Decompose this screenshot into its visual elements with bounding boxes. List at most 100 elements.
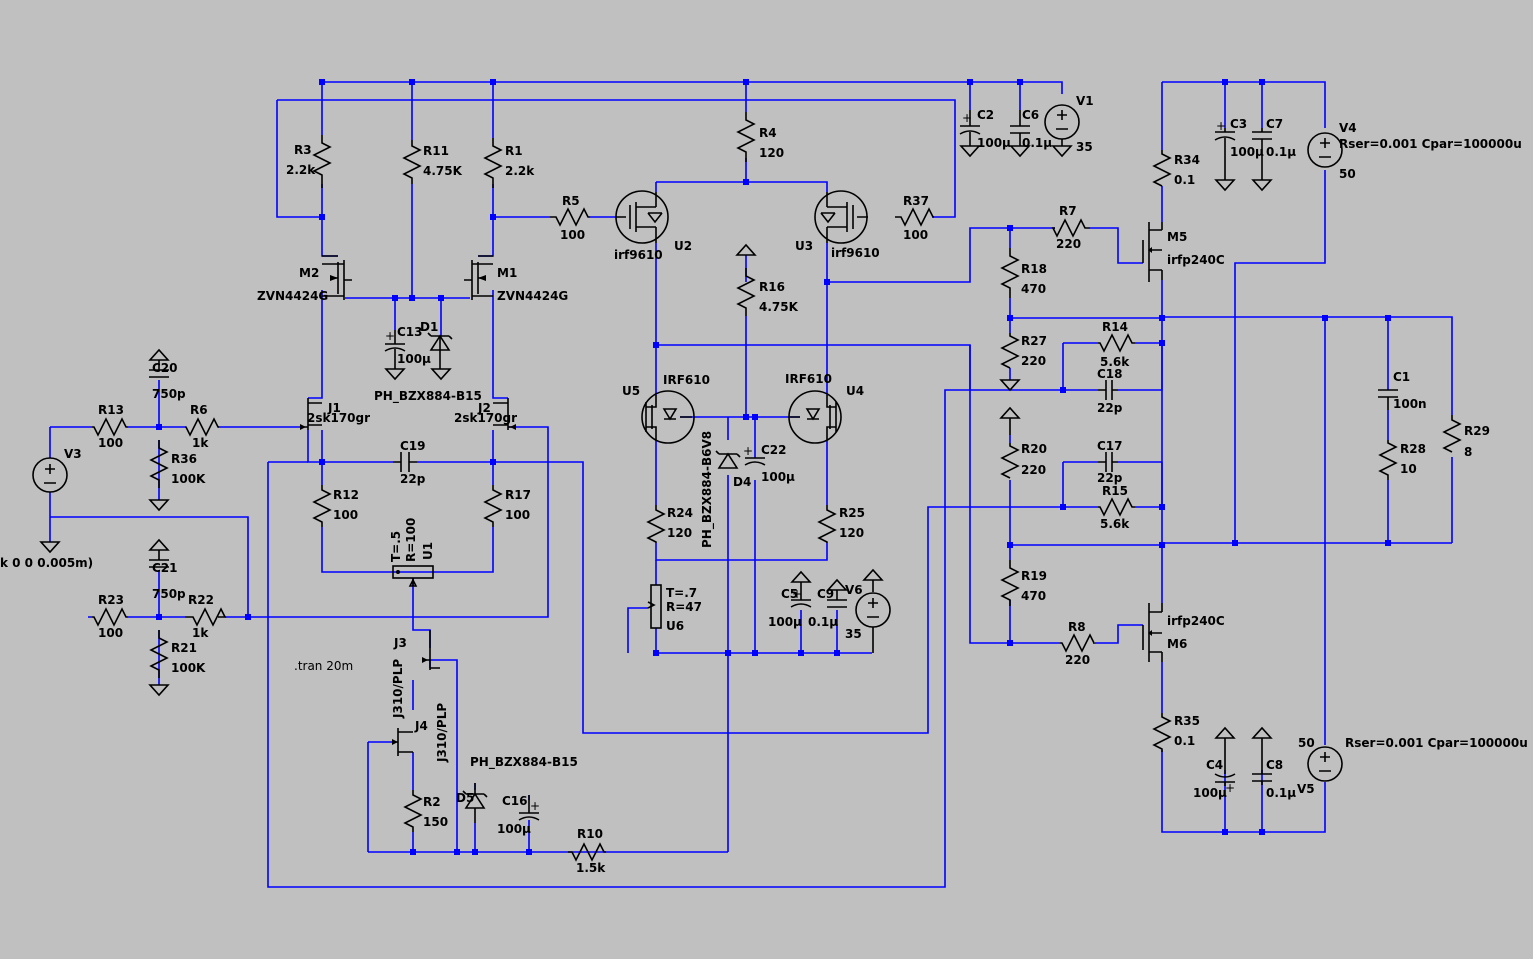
label-c18-name: C18 [1097, 367, 1123, 381]
resistor-r18 [1000, 248, 1020, 298]
ground-icon [148, 684, 170, 697]
label-r27-value: 220 [1021, 354, 1046, 368]
supply-arrow-icon [826, 578, 848, 591]
resistor-r28 [1378, 440, 1398, 480]
label-m2-name: M2 [299, 266, 319, 280]
label-r8-value: 220 [1065, 653, 1090, 667]
jfet-j3 [422, 630, 440, 670]
label-r23-name: R23 [98, 593, 124, 607]
zener-d5 [462, 783, 488, 823]
label-c13-value: 100µ [397, 352, 431, 366]
label-c19-name: C19 [400, 439, 426, 453]
label-u2-value: irf9610 [614, 248, 663, 262]
label-m5-name: M5 [1167, 230, 1187, 244]
resistor-r17 [483, 485, 503, 527]
capacitor-symbols [149, 110, 1398, 821]
label-r24-value: 120 [667, 526, 692, 540]
label-v3-source: k 0 0 0.005m) [0, 556, 93, 570]
label-r3-name: R3 [294, 143, 312, 157]
label-c3-value: 100µ [1230, 145, 1264, 159]
mosfet-m5 [1142, 222, 1163, 282]
mosfet-m6 [1142, 603, 1163, 662]
label-v5-value: 50 [1298, 736, 1315, 750]
label-c5-value: 100µ [768, 615, 802, 629]
label-r6-name: R6 [190, 403, 208, 417]
label-r24-name: R24 [667, 506, 693, 520]
label-r10-value: 1.5k [576, 861, 606, 875]
label-r37-value: 100 [903, 228, 928, 242]
resistor-r16 [736, 268, 756, 316]
label-r2-value: 150 [423, 815, 448, 829]
label-u5-value: IRF610 [663, 373, 710, 387]
zener-d1 [427, 332, 453, 351]
label-c19-value: 22p [400, 472, 426, 486]
capacitor-c21 [149, 550, 169, 568]
label-r1-name: R1 [505, 144, 523, 158]
resistor-r7 [1051, 218, 1090, 238]
label-u3-name: U3 [795, 239, 813, 253]
label-u6-t: T=.7 [666, 586, 697, 600]
ground-icon [384, 368, 406, 381]
label-r25-value: 120 [839, 526, 864, 540]
label-u4-value: IRF610 [785, 372, 832, 386]
resistor-r10 [568, 842, 606, 862]
label-r1-value: 2.2k [505, 164, 535, 178]
label-d5-name: D5 [456, 791, 474, 805]
label-r15-value: 5.6k [1100, 517, 1130, 531]
label-r27-name: R27 [1021, 334, 1047, 348]
label-d4-value: PH_BZX884-B6V8 [700, 431, 715, 548]
label-m6-value: irfp240C [1167, 614, 1225, 628]
capacitor-c1 [1378, 389, 1398, 410]
label-r5-value: 100 [560, 228, 585, 242]
resistor-r8 [1060, 633, 1096, 653]
ground-icon [1051, 145, 1073, 158]
label-r34-name: R34 [1174, 153, 1200, 167]
label-r15-name: R15 [1102, 484, 1128, 498]
label-j3-name: J3 [393, 636, 407, 650]
label-r7-value: 220 [1056, 237, 1081, 251]
resistor-r14 [1098, 333, 1135, 353]
svg-text:+: + [743, 444, 753, 458]
capacitor-c17 [1098, 452, 1118, 472]
label-v5-name: V5 [1297, 782, 1315, 796]
label-c8-name: C8 [1266, 758, 1283, 772]
label-c7-name: C7 [1266, 117, 1283, 131]
label-r21-name: R21 [171, 641, 197, 655]
resistor-r13 [92, 417, 128, 437]
label-m1-value: ZVN4424G [497, 289, 568, 303]
resistor-r36 [149, 440, 169, 488]
label-r19-value: 470 [1021, 589, 1046, 603]
label-r16-name: R16 [759, 280, 785, 294]
ground-icon [1251, 179, 1273, 192]
label-c22-name: C22 [761, 443, 787, 457]
svg-text:+: + [1216, 119, 1226, 133]
svg-text:+: + [1225, 781, 1235, 795]
label-u1-name: U1 [421, 542, 435, 560]
label-u3-value: irf9610 [831, 246, 880, 260]
label-r35-value: 0.1 [1174, 734, 1195, 748]
resistor-r1 [483, 138, 503, 188]
label-r3-value: 2.2k [286, 163, 316, 177]
label-c16-value: 100µ [497, 822, 531, 836]
label-c17-name: C17 [1097, 439, 1123, 453]
label-r6-value: 1k [192, 436, 209, 450]
jfet-j1 [300, 398, 322, 430]
label-u1-r: R=100 [404, 518, 418, 562]
label-r12-name: R12 [333, 488, 359, 502]
supply-arrow-icon [862, 568, 884, 592]
capacitor-c5 [790, 582, 812, 608]
label-r17-value: 100 [505, 508, 530, 522]
supply-arrow-icon [1251, 726, 1273, 739]
source-v3 [32, 457, 68, 493]
label-r36-value: 100K [171, 472, 206, 486]
label-v1-value: 35 [1076, 140, 1093, 154]
label-j3-value: J310/PLP [391, 659, 405, 719]
ground-icon [39, 541, 61, 554]
resistor-r4 [736, 112, 756, 162]
label-c9-value: 0.1µ [808, 615, 838, 629]
svg-text:+: + [962, 111, 972, 125]
resistor-r5 [550, 207, 590, 227]
label-c7-value: 0.1µ [1266, 145, 1296, 159]
label-r11-name: R11 [423, 144, 449, 158]
